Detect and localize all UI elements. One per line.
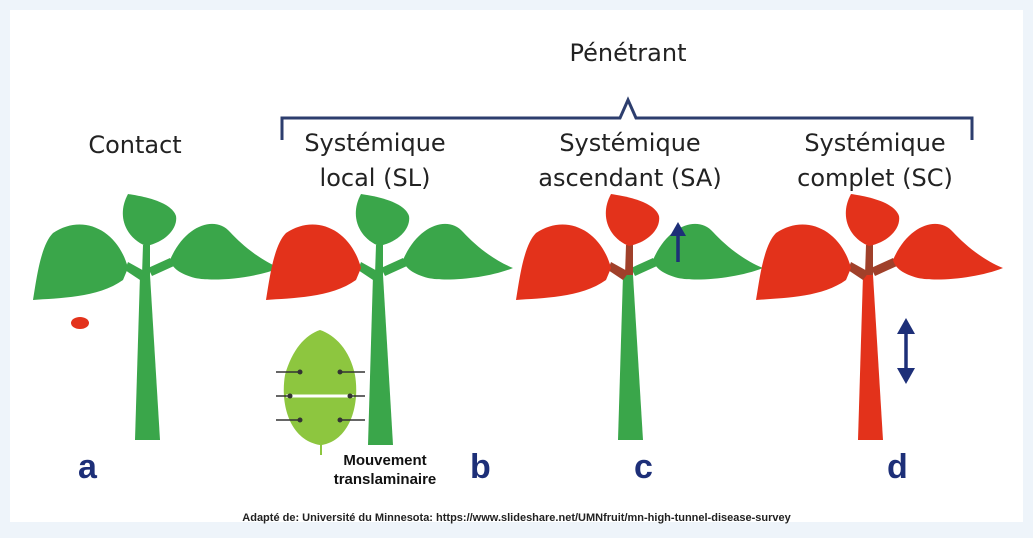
sl-label-line2: local (SL) <box>319 164 431 192</box>
panel-letter-a: a <box>78 448 97 486</box>
contact-spot <box>71 317 89 329</box>
plant-contact <box>33 194 280 440</box>
translaminar-caption-line1: Mouvement <box>343 452 427 469</box>
source-credit: Adapté de: Université du Minnesota: http… <box>242 512 791 524</box>
penetrant-label: Pénétrant <box>569 39 687 67</box>
plant-systemic-ascending <box>516 194 763 440</box>
panel-letter-c: c <box>634 448 653 486</box>
penetrant-bracket <box>280 96 974 140</box>
panel-letter-d: d <box>887 448 908 486</box>
panel-letter-b: b <box>470 448 491 486</box>
sa-label-line1: Systémique <box>559 129 701 157</box>
sc-label-line2: complet (SC) <box>797 164 953 192</box>
sl-label-line1: Systémique <box>304 129 446 157</box>
plant-systemic-complete <box>756 194 1003 440</box>
sc-label-line1: Systémique <box>804 129 946 157</box>
translaminar-caption-line2: translaminaire <box>333 471 437 488</box>
sa-label-line2: ascendant (SA) <box>538 164 722 192</box>
contact-label: Contact <box>88 131 182 159</box>
plant-systemic-local <box>266 194 513 445</box>
translaminar-leaf <box>276 330 365 455</box>
